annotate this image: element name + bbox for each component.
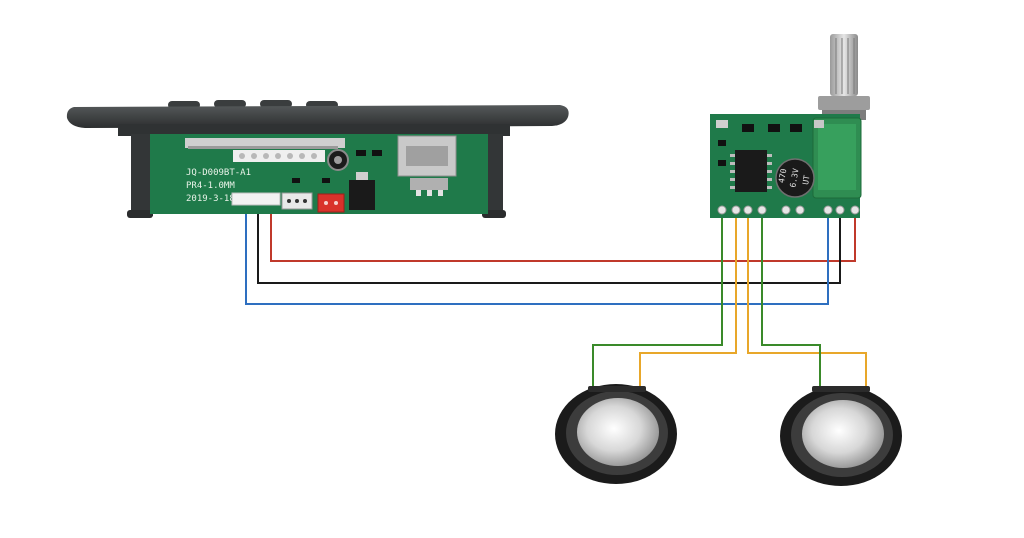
red-wire: [270, 205, 856, 262]
board-model-label: JQ-D009BT-A1: [186, 168, 251, 178]
mount-bracket-left: [131, 134, 153, 216]
speaker-cone: [802, 400, 884, 468]
player-button: [214, 100, 246, 108]
mount-bracket-right: [485, 134, 503, 216]
pin-header: [233, 150, 325, 162]
player-button: [260, 100, 292, 108]
power-connector-pin: [334, 201, 338, 205]
voltage-regulator-ic: [349, 180, 375, 210]
capacitor-label-2: 6.3V: [788, 167, 800, 188]
volume-knob-collar: [818, 96, 870, 110]
right-speaker-green-wire: [761, 215, 821, 390]
mp3-player-module: JQ-D009BT-A1 PR4-1.0MM 2019-3-18: [66, 100, 569, 218]
smd-component: [716, 120, 728, 128]
usb-pin: [427, 190, 432, 196]
power-connector: [317, 193, 345, 213]
smd-component: [718, 140, 726, 146]
speaker-terminal: [588, 386, 646, 392]
capacitor-label-3: UT: [801, 174, 812, 185]
potentiometer-face: [818, 124, 856, 190]
regulator-tab: [356, 172, 368, 180]
sd-slot-shadow: [188, 146, 338, 149]
smd-component: [372, 150, 382, 156]
smd-component: [768, 124, 780, 132]
connector-pin: [303, 199, 307, 203]
smd-component: [718, 160, 726, 166]
smd-component: [322, 178, 330, 183]
usb-port-inner: [406, 146, 448, 166]
capacitor-label-1: 470: [777, 168, 788, 184]
smd-component: [790, 124, 802, 132]
smd-component: [356, 150, 366, 156]
connector-pin: [295, 199, 299, 203]
output-capacitor: [775, 158, 815, 198]
mount-foot-left: [127, 210, 153, 218]
usb-pin: [416, 190, 421, 196]
audio-input-wires: [245, 205, 856, 305]
usb-pin: [438, 190, 443, 196]
solder-pads: [717, 205, 860, 215]
right-speaker-orange-wire: [747, 215, 867, 390]
black-wire: [257, 205, 841, 284]
audio-output-connector: [231, 192, 281, 206]
capacitor-top: [334, 156, 342, 164]
capacitor-rating-label: 470 6.3V UT: [777, 167, 812, 188]
left-speaker-green-wire: [592, 215, 723, 390]
power-connector-pin: [324, 201, 328, 205]
player-panel-back: [118, 124, 510, 136]
left-speaker-orange-wire: [639, 215, 737, 390]
usb-port-base: [410, 178, 448, 190]
connector-pin: [287, 199, 291, 203]
player-front-panel: [66, 105, 569, 128]
volume-knob-shaft: [830, 34, 858, 96]
potentiometer-clip: [814, 120, 824, 128]
sd-card-slot: [185, 138, 345, 148]
left-speaker: [555, 384, 677, 484]
speaker-cone: [577, 398, 659, 466]
speaker-output-wires: [592, 215, 867, 390]
amplifier-ic: [735, 150, 767, 192]
blue-wire: [245, 205, 829, 305]
board-version-label: PR4-1.0MM: [186, 181, 235, 191]
right-speaker: [780, 386, 902, 486]
speaker-terminal: [812, 386, 870, 392]
amplifier-module: 470 6.3V UT: [710, 34, 870, 218]
board-date-label: 2019-3-18: [186, 194, 235, 204]
ic-pins: [730, 154, 772, 189]
smd-component: [742, 124, 754, 132]
smd-component: [292, 178, 300, 183]
